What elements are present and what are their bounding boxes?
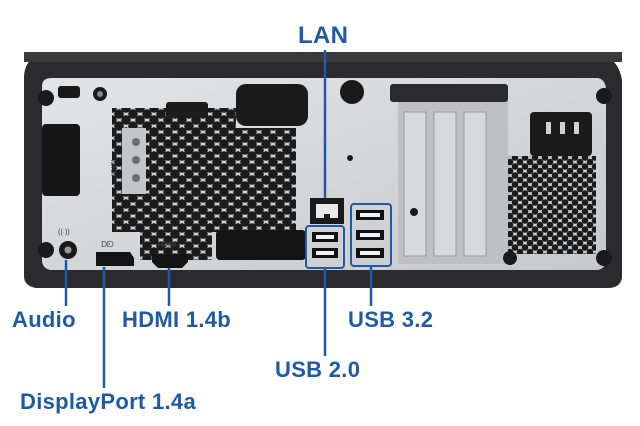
serial-marking: IOIOI	[111, 159, 118, 176]
lan-label: LAN	[298, 22, 349, 49]
psu-vent-grille	[500, 156, 596, 254]
main-vent-grille	[112, 108, 296, 260]
cover-handle	[236, 84, 308, 126]
displayport-label: DisplayPort 1.4a	[20, 389, 196, 414]
thumbscrew	[340, 80, 364, 104]
audio-marking: ((·))	[58, 229, 70, 236]
hdmi-marking: HDMI	[158, 242, 176, 249]
usb20-label: USB 2.0	[275, 357, 361, 382]
displayport-port[interactable]	[96, 252, 134, 266]
blank-plate	[216, 230, 306, 260]
usb-2-ports[interactable]	[312, 232, 338, 258]
usb-3-ports[interactable]	[356, 210, 384, 258]
side-latch	[42, 124, 80, 196]
padlock-loop-icon	[58, 86, 80, 98]
chassis-top-edge	[24, 52, 622, 62]
hdmi-label: HDMI 1.4b	[122, 307, 232, 332]
dp-marking: ᗞᗟ	[101, 240, 114, 249]
usb32-label: USB 3.2	[348, 307, 434, 332]
audio-label: Audio	[12, 307, 76, 332]
hdmi-port[interactable]	[152, 254, 188, 268]
top-latch	[166, 102, 208, 118]
